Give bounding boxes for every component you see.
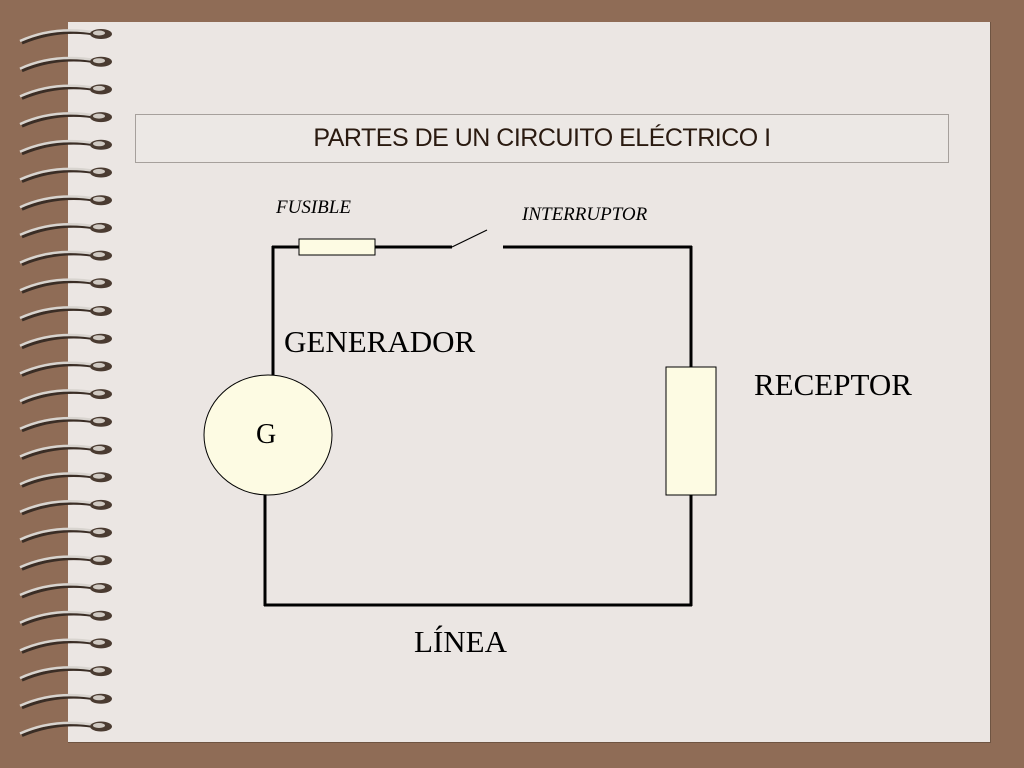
switch-lever	[451, 229, 488, 248]
spiral-ring	[19, 527, 112, 543]
spiral-ring	[19, 610, 112, 627]
generador-label: GENERADOR	[284, 324, 476, 359]
page-title: PARTES DE UN CIRCUITO ELÉCTRICO I	[313, 124, 771, 152]
receptor-symbol	[665, 366, 717, 496]
spiral-ring	[19, 222, 112, 239]
spiral-ring	[19, 499, 112, 516]
spiral-ring	[19, 721, 112, 737]
spiral-ring	[19, 250, 112, 266]
spiral-ring	[19, 333, 112, 350]
spiral-ring	[19, 278, 112, 294]
spiral-ring	[19, 29, 112, 45]
spiral-ring	[19, 472, 112, 488]
spiral-ring	[19, 56, 112, 73]
spiral-ring	[19, 638, 112, 654]
generator-g-label: G	[256, 419, 277, 450]
spiral-ring	[19, 139, 112, 156]
spiral-ring	[19, 555, 112, 571]
linea-label: LÍNEA	[414, 624, 507, 659]
generator-symbol	[203, 374, 333, 496]
spiral-ring	[19, 361, 112, 377]
spiral-ring	[19, 167, 112, 183]
receptor-label: RECEPTOR	[754, 367, 912, 402]
spiral-ring	[19, 389, 112, 405]
spiral-ring	[19, 195, 112, 211]
fuse-symbol	[298, 238, 376, 256]
spiral-ring	[19, 416, 112, 433]
interruptor-label: INTERRUPTOR	[522, 204, 648, 225]
spiral-ring	[19, 306, 112, 322]
spiral-ring	[19, 444, 112, 460]
spiral-ring	[19, 666, 112, 682]
spiral-ring	[19, 84, 112, 100]
spiral-ring	[19, 693, 112, 710]
spiral-ring	[19, 112, 112, 128]
title-box: PARTES DE UN CIRCUITO ELÉCTRICO I	[135, 114, 949, 163]
spiral-ring	[19, 583, 112, 599]
spiral-binding	[19, 29, 112, 737]
fusible-label: FUSIBLE	[276, 197, 351, 218]
